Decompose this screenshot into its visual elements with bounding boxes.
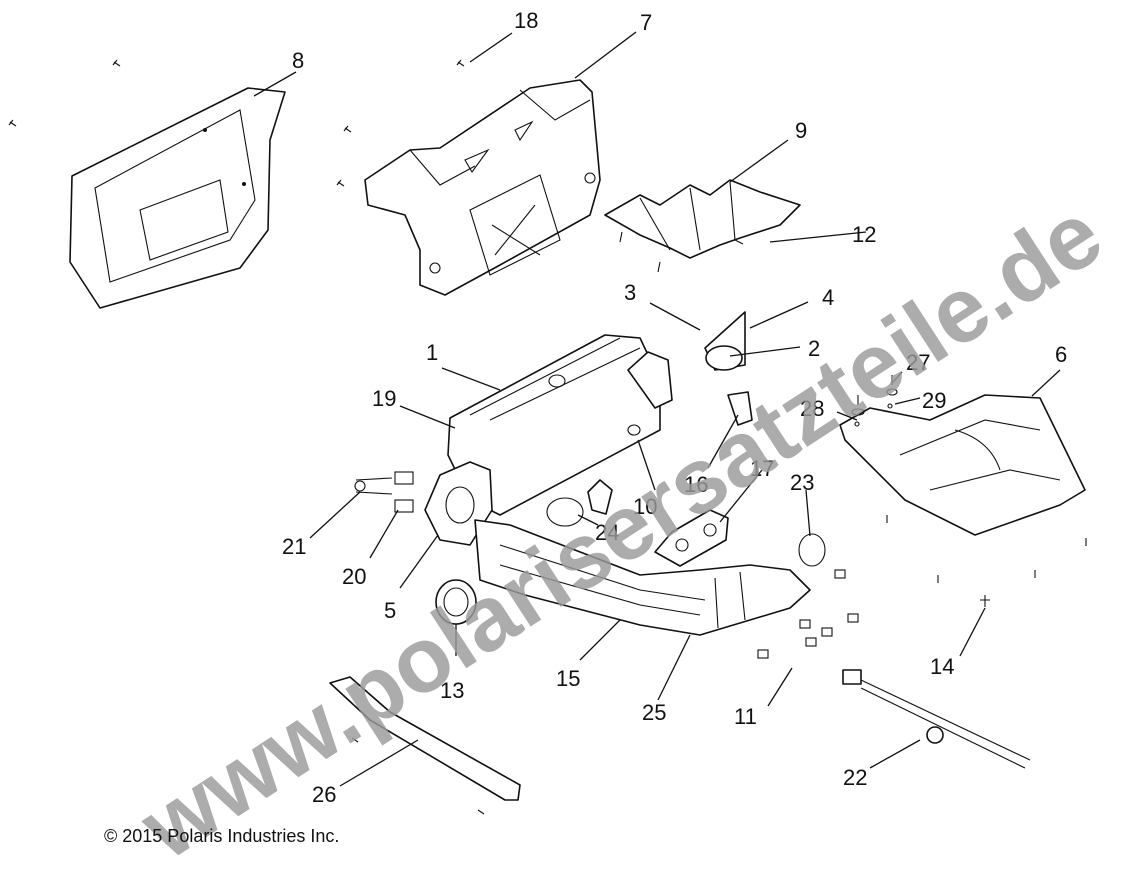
callout-10: 10 (633, 494, 657, 519)
callout-11: 11 (734, 704, 757, 729)
bolts-part-11 (757, 569, 859, 659)
callout-4: 4 (822, 285, 834, 310)
callout-5: 5 (384, 598, 396, 623)
part-7-upper-heat-shield (364, 79, 601, 296)
part-6-skid-plate (839, 394, 1086, 536)
callout-28: 28 (800, 396, 824, 421)
leader-lines (253, 31, 1061, 787)
callout-21: 21 (282, 534, 306, 559)
fasteners-part-6 (851, 375, 1087, 583)
callout-8: 8 (292, 48, 304, 73)
callout-29: 29 (922, 388, 946, 413)
callout-20: 20 (342, 564, 366, 589)
callout-25: 25 (642, 700, 666, 725)
callout-numbers: 18 7 8 9 12 3 4 2 6 27 29 28 1 19 10 16 … (282, 8, 1067, 807)
callout-3: 3 (624, 280, 636, 305)
callout-18: 18 (514, 8, 538, 33)
part-17-gasket (654, 509, 729, 567)
copyright-notice: © 2015 Polaris Industries Inc. (104, 826, 340, 846)
part-9-corrugated-shield (604, 179, 801, 259)
part-14-push-rivet (980, 595, 990, 607)
callout-2: 2 (808, 336, 820, 361)
springs-bolts-20-21 (354, 471, 414, 513)
callout-22: 22 (843, 765, 867, 790)
callout-26: 26 (312, 782, 336, 807)
part-8-heat-shield (69, 87, 286, 309)
callout-19: 19 (372, 386, 396, 411)
part-26-bracket-strap (329, 676, 521, 815)
callout-14: 14 (930, 654, 954, 679)
callout-9: 9 (795, 118, 807, 143)
callout-1: 1 (426, 340, 438, 365)
callout-13: 13 (440, 678, 464, 703)
part-2-outlet-cone (704, 311, 746, 371)
part-15-25-header-pipe (474, 519, 811, 636)
callout-16: 16 (684, 472, 708, 497)
callout-23: 23 (790, 470, 814, 495)
callout-12: 12 (852, 222, 876, 247)
part-22-cable-tie (842, 669, 1031, 769)
screws-part-12 (619, 231, 744, 273)
callout-17: 17 (750, 456, 774, 481)
part-24-clamp (546, 479, 613, 527)
screws-part-8 (8, 59, 465, 187)
callout-6: 6 (1055, 342, 1067, 367)
callout-15: 15 (556, 666, 580, 691)
callout-24: 24 (595, 520, 619, 545)
callout-27: 27 (906, 350, 930, 375)
part-16-isolator (727, 391, 753, 426)
callout-7: 7 (640, 10, 652, 35)
part-23-ring-clamp (798, 533, 826, 567)
